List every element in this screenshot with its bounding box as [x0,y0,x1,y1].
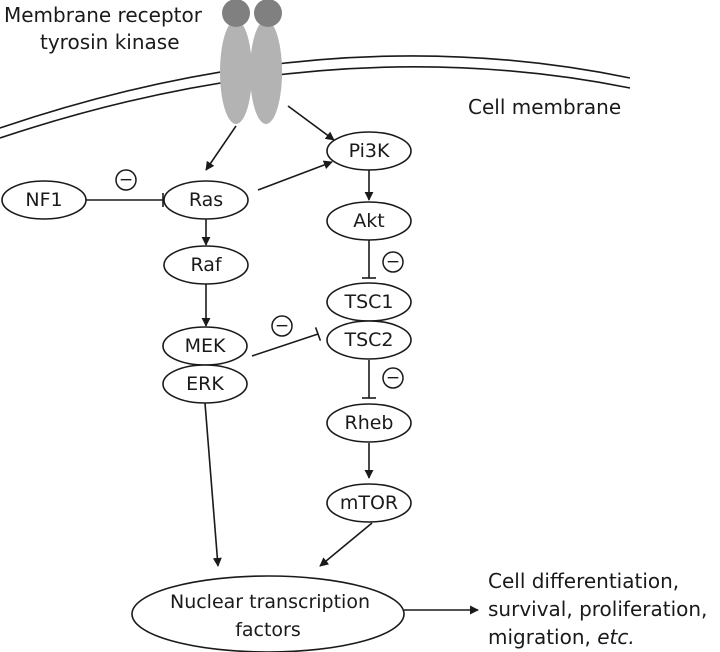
receptor-label-line1: Membrane receptor [4,3,203,27]
node-akt-label: Akt [353,210,384,232]
arrow-mtor-to-nuclear [319,522,373,567]
node-tsc2: TSC2 [326,320,412,360]
node-nf1-label: NF1 [25,189,62,211]
node-tsc1: TSC1 [326,282,412,322]
svg-text:−: − [386,368,400,388]
nuclear-label-line1: Nuclear transcription [170,591,370,613]
node-nuclear-transcription-factors: Nuclear transcription factors [131,575,405,652]
node-raf: Raf [163,245,249,285]
inhibit-mek-to-tsc2 [251,333,319,357]
membrane-label: Cell membrane [468,95,621,119]
cell-membrane-outer [0,55,631,129]
receptor-head-right [254,0,282,27]
inhibit-mek-to-tsc2-bar [314,327,322,341]
node-akt: Akt [326,201,412,241]
node-mek: MEK [162,326,248,366]
node-mtor-label: mTOR [340,492,398,514]
svg-text:−: − [275,316,289,336]
node-nf1: NF1 [1,180,87,220]
node-mtor: mTOR [326,483,412,523]
inhibition-sign-nf1: − [115,169,137,191]
outcome-line2: survival, proliferation, [488,597,707,621]
inhibition-sign-akt: − [382,251,404,273]
node-mek-label: MEK [185,335,226,357]
cell-membrane-inner [0,66,631,139]
arrow-receptor-to-ras [205,125,237,171]
inhibition-sign-mek: − [271,315,293,337]
node-raf-label: Raf [190,254,222,276]
svg-text:−: − [386,252,400,272]
nuclear-label-line2: factors [235,619,301,641]
outcome-line3: migration, etc. [488,625,635,649]
node-erk-label: ERK [186,373,224,395]
receptor-subunit-left [220,20,252,124]
receptor-head-left [222,0,250,27]
node-ras-label: Ras [189,189,223,211]
node-tsc2-label: TSC2 [343,329,393,351]
node-erk: ERK [162,364,248,404]
outcome-line1: Cell differentiation, [488,569,679,593]
svg-text:−: − [119,170,133,190]
outcome-line3-etc: etc. [597,625,635,649]
node-rheb: Rheb [326,403,412,443]
inhibition-sign-tsc2: − [382,367,404,389]
node-tsc1-label: TSC1 [343,291,393,313]
arrow-receptor-to-pi3k [287,105,335,141]
node-rheb-label: Rheb [345,412,394,434]
arrow-ras-to-pi3k [257,160,333,191]
node-pi3k: Pi3K [326,131,412,171]
node-pi3k-label: Pi3K [349,140,390,162]
node-ras: Ras [163,180,249,220]
receptor-tyrosine-kinase [220,0,282,124]
receptor-subunit-right [250,20,282,124]
arrow-erk-to-nuclear [204,402,222,567]
outcome-line3-prefix: migration, [488,625,597,649]
receptor-label-line2: tyrosin kinase [40,30,180,54]
